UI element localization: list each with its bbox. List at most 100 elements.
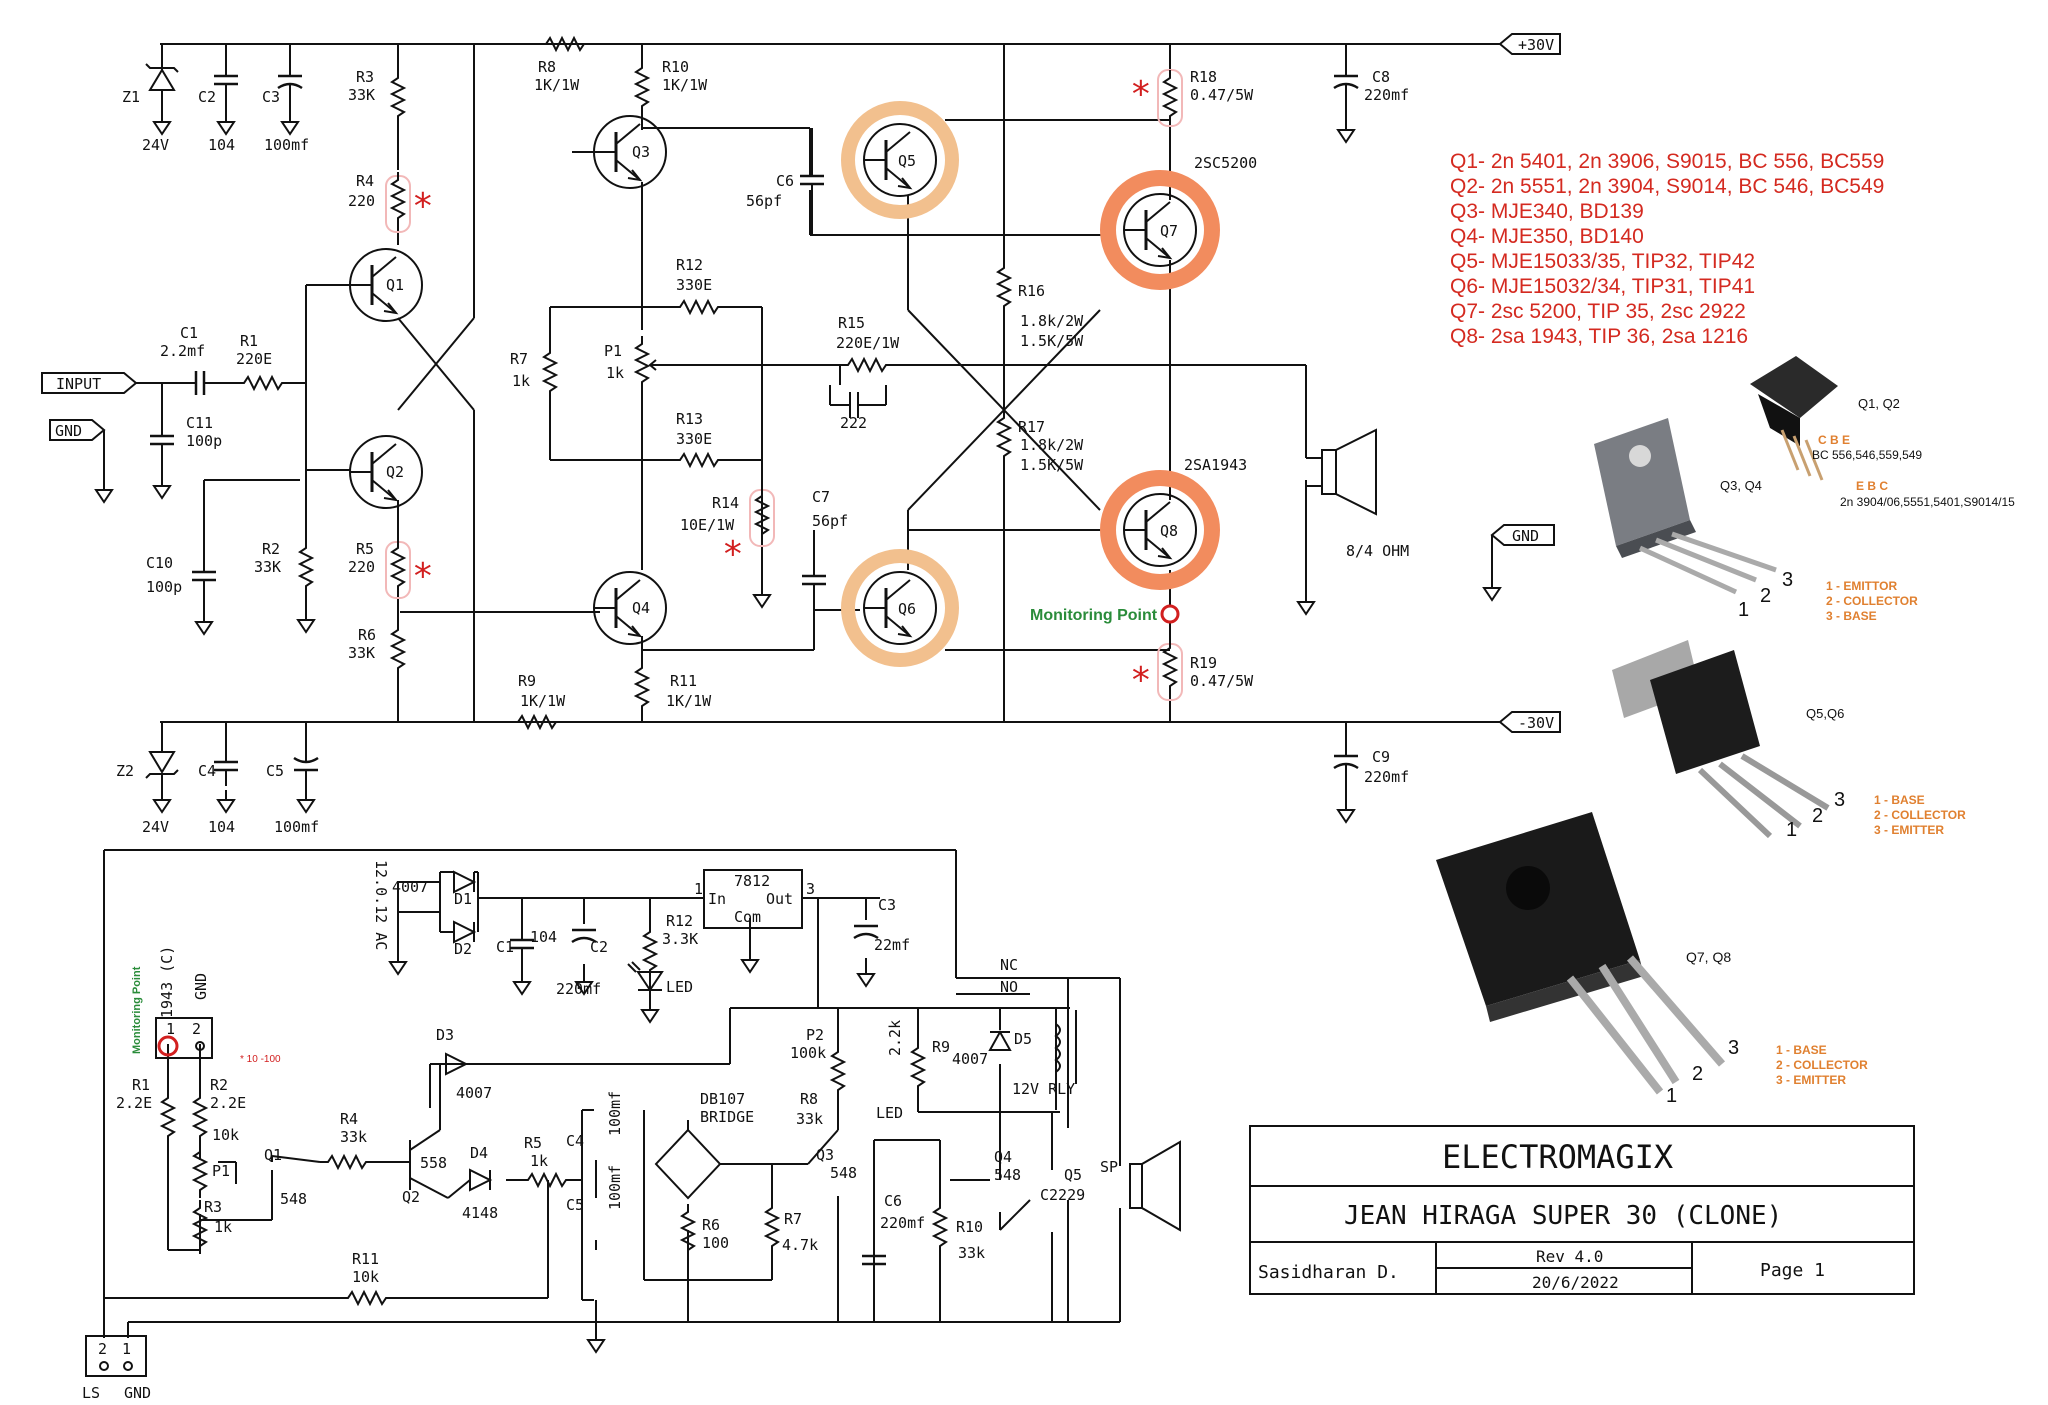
c4-value: 104 — [208, 818, 235, 836]
cap-c8 — [1333, 70, 1359, 108]
equiv-q8: Q8- 2sa 1943, TIP 36, 2sa 1216 — [1450, 325, 1748, 348]
transistor-q4 — [592, 570, 668, 646]
r16-value2: 1.5K/5W — [1020, 332, 1084, 350]
pc2-label: C2 — [590, 938, 608, 956]
speaker-icon — [1306, 428, 1377, 516]
c10-name: C10 — [146, 554, 173, 572]
z2-value: 24V — [142, 818, 169, 836]
d2-label: D2 — [454, 940, 472, 958]
r17-value1: 1.8k/2W — [1020, 436, 1084, 454]
nc-label: NC — [1000, 956, 1018, 974]
speaker-gnd-label: GND — [1512, 527, 1539, 545]
to92-cbe: C B E — [1818, 433, 1850, 447]
input-gnd-flag: GND — [49, 419, 113, 503]
to126-legend-3: 3 - BASE — [1826, 609, 1877, 623]
pr7-label: R7 — [784, 1210, 802, 1228]
q8-part: 2SA1943 — [1184, 456, 1247, 474]
to220-pin3: 3 — [1834, 789, 1845, 811]
power-amp-wiring — [136, 43, 1510, 800]
pc6-value: 220mf — [880, 1214, 925, 1232]
r5-value: 220 — [348, 558, 375, 576]
pr1-value: 2.2E — [116, 1094, 152, 1112]
diode-d3 — [445, 1052, 469, 1076]
bridge-db107 — [654, 1128, 722, 1200]
to92-ebc-parts: 2n 3904/06,5551,5401,S9014/15 — [1840, 495, 2015, 509]
title-block — [1249, 1125, 1915, 1295]
pp1-label: P1 — [212, 1162, 230, 1180]
title-page: Page 1 — [1760, 1260, 1825, 1281]
r19-star: * — [1130, 660, 1152, 701]
r8-name: R8 — [538, 58, 556, 76]
equiv-q2: Q2- 2n 5551, 2n 3904, S9014, BC 546, BC5… — [1450, 175, 1884, 198]
protection-wiring — [103, 849, 1121, 1338]
cap-pc3 — [853, 924, 879, 940]
to126-legend-1: 1 - EMITTOR — [1826, 579, 1897, 593]
r11-name: R11 — [670, 672, 697, 690]
equiv-q3: Q3- MJE340, BD139 — [1450, 200, 1644, 223]
r18-star: * — [1130, 74, 1152, 115]
r13-name: R13 — [676, 410, 703, 428]
pq4-part: 548 — [994, 1166, 1021, 1184]
to126-legend-2: 2 - COLLECTOR — [1826, 594, 1918, 608]
pp2-value: 100k — [790, 1044, 826, 1062]
to92-title: Q1, Q2 — [1858, 396, 1900, 411]
cap-c5 — [293, 746, 319, 790]
r14-star: * — [722, 534, 744, 575]
input-gnd-label: GND — [55, 422, 82, 440]
pr11-value: 10k — [352, 1268, 379, 1286]
title-company: ELECTROMAGIX — [1442, 1138, 1673, 1176]
neg-supply-flag: -30V — [1498, 711, 1561, 733]
q2-label: Q2 — [386, 463, 404, 481]
bridge-name: DB107 — [700, 1090, 745, 1108]
pos-supply-label: +30V — [1518, 36, 1554, 54]
monitor-point-pin — [157, 1035, 179, 1057]
to220-legend-2: 2 - COLLECTOR — [1874, 808, 1966, 822]
p1-value: 1k — [606, 364, 624, 382]
r3-value: 33K — [348, 86, 375, 104]
pr4-label: R4 — [340, 1110, 358, 1128]
to264-legend-3: 3 - EMITTER — [1776, 1073, 1846, 1087]
r12-value: 330E — [676, 276, 712, 294]
to264-package-icon — [1436, 812, 1726, 1095]
cap-222-value: 222 — [840, 414, 867, 432]
to126-package-icon — [1594, 418, 1777, 595]
pp2-label: P2 — [806, 1026, 824, 1044]
r17-name: R17 — [1018, 418, 1045, 436]
out-ls: LS — [82, 1384, 100, 1402]
r13-value: 330E — [676, 430, 712, 448]
c5-name: C5 — [266, 762, 284, 780]
cap-c9 — [1333, 750, 1359, 788]
q5-label: Q5 — [898, 152, 916, 170]
diode-d5 — [988, 1029, 1012, 1051]
to220-pin1: 1 — [1786, 819, 1797, 841]
reg-out: Out — [766, 890, 793, 908]
monitoring-point-label: Monitoring Point — [1030, 607, 1158, 624]
q4-label: Q4 — [632, 599, 650, 617]
to126-title: Q3, Q4 — [1720, 478, 1762, 493]
pc1-label: C1 — [496, 938, 514, 956]
bridge-desc: BRIDGE — [700, 1108, 754, 1126]
transistor-q3 — [592, 114, 668, 190]
pr9-label: R9 — [932, 1038, 950, 1056]
cap-222 — [830, 392, 886, 418]
conn-pin2: 2 — [192, 1020, 201, 1038]
r14-value: 10E/1W — [680, 516, 735, 534]
r15-name: R15 — [838, 314, 865, 332]
q6-label: Q6 — [898, 600, 916, 618]
speaker-label: 8/4 OHM — [1346, 542, 1409, 560]
pos-supply-flag: +30V — [1498, 33, 1561, 55]
r18-name: R18 — [1190, 68, 1217, 86]
to264-legend-2: 2 - COLLECTOR — [1776, 1058, 1868, 1072]
pr11-label: R11 — [352, 1250, 379, 1268]
equivalents-list: Q1- 2n 5401, 2n 3906, S9015, BC 556, BC5… — [1450, 150, 1884, 348]
pq1-label: Q1 — [264, 1146, 282, 1164]
d1-label: D1 — [454, 890, 472, 908]
r11-value: 1K/1W — [666, 692, 712, 710]
zener-z1: Z1 24V — [122, 60, 179, 154]
to264-legend-1: 1 - BASE — [1776, 1043, 1827, 1057]
pr3-label: R3 — [204, 1198, 222, 1216]
title-rev: Rev 4.0 — [1536, 1247, 1603, 1266]
pq5-part: C2229 — [1040, 1186, 1085, 1204]
c3-value: 100mf — [264, 136, 309, 154]
c2-name: C2 — [198, 88, 216, 106]
